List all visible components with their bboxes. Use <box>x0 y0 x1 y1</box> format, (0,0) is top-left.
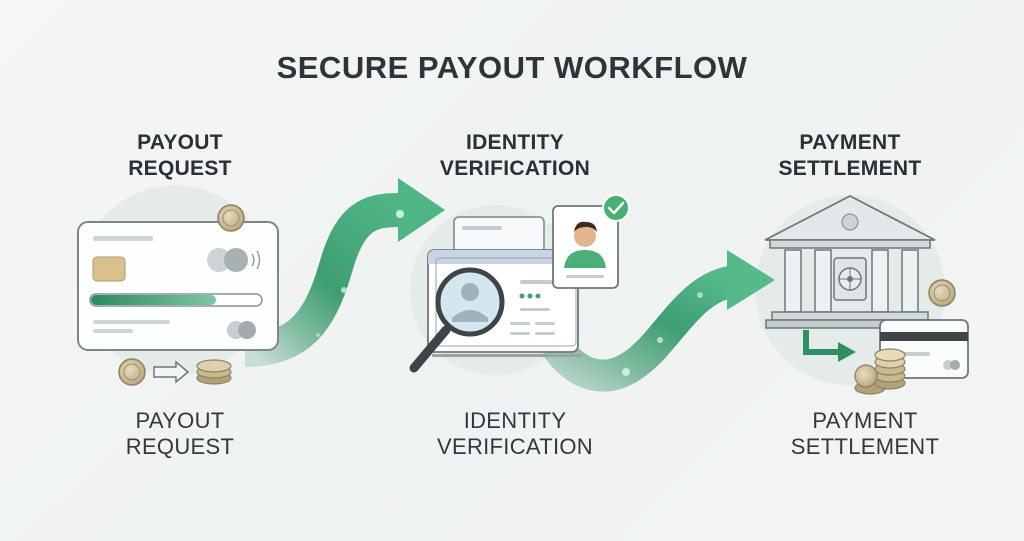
coin-icon <box>928 279 956 307</box>
vault-icon <box>833 257 867 301</box>
coin-stack-icon <box>854 348 906 395</box>
coin-icon <box>217 204 245 232</box>
page-title: SECURE PAYOUT WORKFLOW <box>276 50 748 85</box>
transfer-arrow <box>803 330 856 362</box>
coin-transfer <box>118 358 232 386</box>
avatar-card <box>552 205 619 289</box>
magnifier-icon <box>409 267 505 373</box>
arrow-right-icon <box>153 360 190 384</box>
card-icon <box>77 221 279 351</box>
checkmark-icon <box>602 194 630 222</box>
flow-arrow-1 <box>244 178 445 367</box>
flow-arrow-2 <box>541 250 775 392</box>
